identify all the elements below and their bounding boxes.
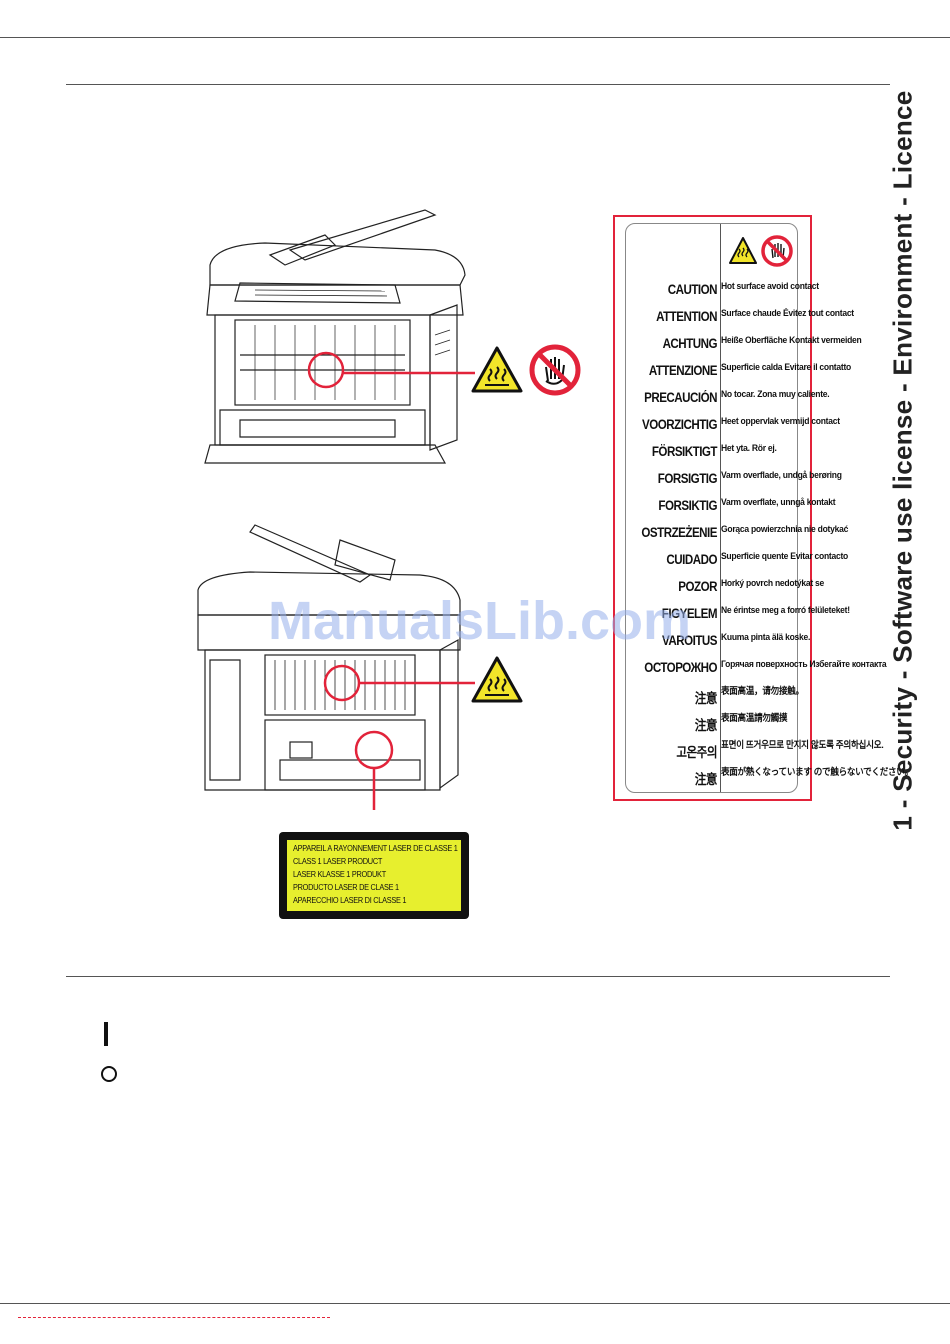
warning-word: FIGYELEM [661, 606, 718, 621]
warning-word: CAUTION [667, 282, 718, 297]
warning-word: FÖRSIKTIGT [651, 444, 718, 459]
warning-row: VOORZICHTIG Heet oppervlak vermijd contac… [624, 416, 840, 443]
laser-label-line: LASER KLASSE 1 PRODUKT [293, 870, 386, 879]
warning-word: PRECAUCIÓN [644, 390, 717, 405]
warning-description: Surface chaude Évitez tout contact [721, 308, 854, 319]
warning-row: 注意表面高温，请勿接触。 [624, 686, 804, 713]
power-on-symbol-icon [104, 1022, 108, 1046]
hot-surface-icon [729, 237, 757, 264]
laser-label-line: APPAREIL A RAYONNEMENT LASER DE CLASSE 1 [293, 844, 458, 853]
warning-row: ATTENTION Surface chaude Évitez tout cont… [624, 308, 854, 335]
label-divider [720, 224, 721, 792]
section-title: 1 - Security - Software use license - En… [887, 89, 918, 831]
warning-word: FORSIGTIG [657, 471, 718, 486]
power-off-symbol-icon [101, 1066, 117, 1082]
printer-rear-illustration [197, 524, 475, 810]
watermark: ManualsLib.com [268, 591, 692, 651]
warning-word: 고온주의 [676, 745, 717, 760]
warning-word: 注意 [694, 772, 718, 787]
warning-word: ATTENZIONE [648, 363, 718, 378]
warning-row: CUIDADO Superficie quente Evitar contacto [624, 551, 848, 578]
warning-description: Heiße Oberfläche Kontakt vermeiden [721, 335, 862, 346]
warning-description: 표면이 뜨거우므로 만지지 않도록 주의하십시오. [721, 740, 884, 751]
laser-label-line: APARECCHIO LASER DI CLASSE 1 [293, 896, 407, 905]
warning-row: PRECAUCIÓN No tocar. Zona muy caliente. [624, 389, 830, 416]
warning-description: Gorąca powierzchnia nie dotykać [721, 524, 849, 535]
laser-label-panel: APPAREIL A RAYONNEMENT LASER DE CLASSE 1… [287, 840, 461, 911]
warning-word: 注意 [694, 691, 718, 706]
laser-label-line: PRODUCTO LASER DE CLASE 1 [293, 883, 399, 892]
warning-description: Hot surface avoid contact [721, 281, 819, 292]
warning-description: Горячая поверхность Избегайте контакта [721, 659, 887, 670]
warning-description: Kuuma pinta älä koske. [721, 632, 811, 643]
warning-description: Ne érintse meg a forró felületeket! [721, 605, 850, 616]
warning-word: ACHTUNG [662, 336, 718, 351]
warning-description: 表面高溫請勿觸摸 [721, 713, 788, 724]
header-rule [66, 84, 890, 85]
warning-description: Horký povrch nedotýkat se [721, 578, 825, 589]
warning-word: FORSIKTIG [658, 498, 717, 513]
footer-rule [0, 1303, 950, 1304]
warning-row: 注意表面高溫請勿觸摸 [624, 713, 797, 740]
warning-word: VAROITUS [662, 633, 718, 648]
warning-description: No tocar. Zona muy caliente. [721, 389, 830, 400]
printer-front-illustration [204, 209, 475, 464]
warning-description: Superficie quente Evitar contacto [721, 551, 848, 562]
warning-row: FORSIKTIG Varm overflate, unngå kontakt [624, 497, 836, 524]
warning-word: CUIDADO [666, 552, 717, 567]
warning-row: 고온주의 표면이 뜨거우므로 만지지 않도록 주의하십시오. [624, 740, 884, 767]
section-rule [66, 976, 890, 977]
hot-surface-warning-label [613, 215, 812, 801]
warning-word: ATTENTION [656, 309, 717, 324]
no-touch-icon [529, 344, 581, 396]
warning-description: 表面が熱くなっています ので触らないでください。 [721, 767, 913, 778]
warning-word: 注意 [694, 718, 718, 733]
warning-word: ОСТОРОЖНО [644, 660, 717, 675]
no-touch-icon [761, 235, 793, 267]
footer-red-link-underline [18, 1317, 330, 1318]
warning-description: Heet oppervlak vermijd contact [721, 416, 840, 427]
warning-description: Het yta. Rör ej. [721, 443, 777, 454]
hot-surface-icon [471, 346, 523, 393]
top-rule [0, 37, 950, 38]
warning-word: OSTRZEŻENIE [641, 525, 717, 540]
hot-surface-icon [471, 656, 523, 703]
warning-description: Varm overflade, undgå berøring [721, 470, 842, 481]
warning-row: ОСТОРОЖНО Горячая поверхность Избегайте к… [624, 659, 887, 686]
laser-class-label: APPAREIL A RAYONNEMENT LASER DE CLASSE 1… [279, 832, 469, 919]
warning-word: VOORZICHTIG [642, 417, 717, 432]
warning-row: OSTRZEŻENIE Gorąca powierzchnia nie dotyk… [624, 524, 849, 551]
warning-description: Varm overflate, unngå kontakt [721, 497, 836, 508]
warning-row: 注意表面が熱くなっています ので触らないでください。 [624, 767, 913, 794]
warning-row: POZOR Horký povrch nedotýkat se [624, 578, 825, 605]
warning-label-inner [625, 223, 798, 793]
laser-label-line: CLASS 1 LASER PRODUCT [293, 857, 383, 866]
warning-word: POZOR [678, 579, 717, 594]
warning-description: Superficie calda Evitare il contatto [721, 362, 851, 373]
warning-description: 表面高温，请勿接触。 [721, 686, 804, 697]
section-title-vertical: 1 - Security - Software use license - En… [878, 60, 928, 860]
